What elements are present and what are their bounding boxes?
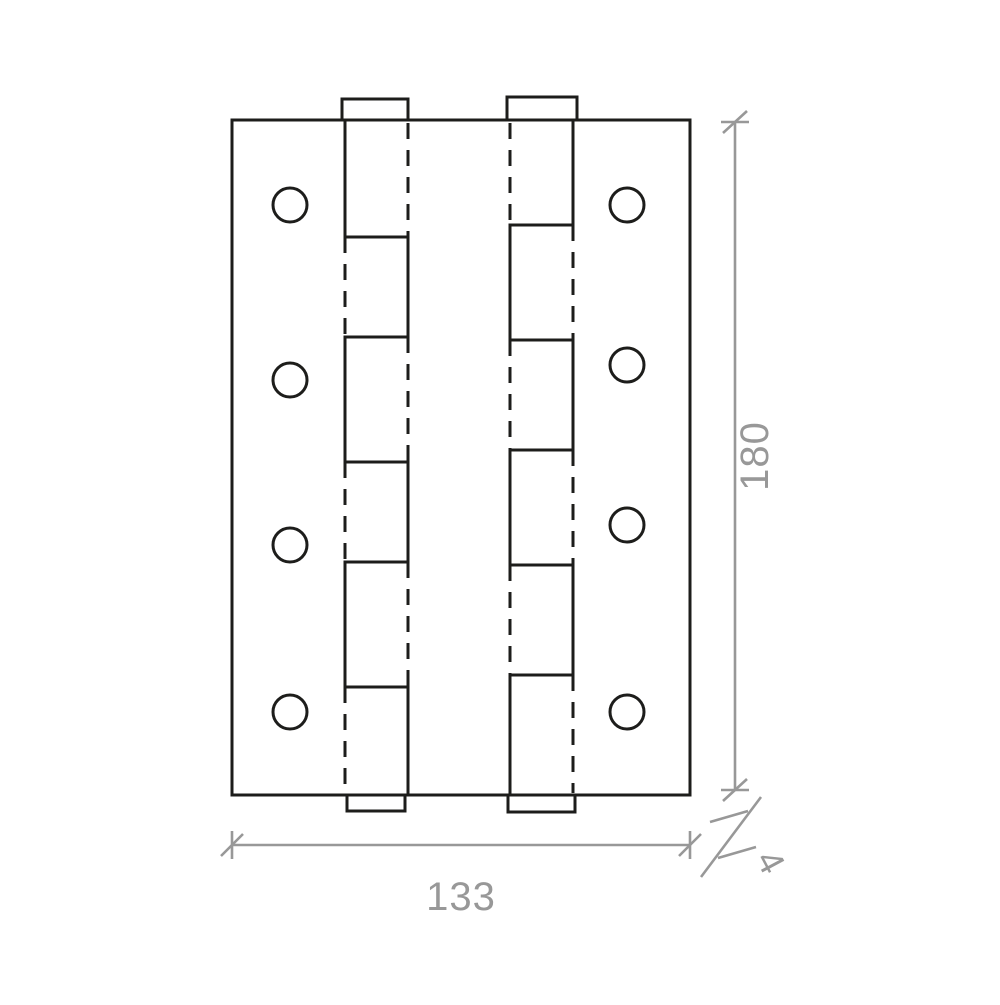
screw-hole	[271, 693, 309, 731]
dimension-height-label: 180	[733, 421, 777, 491]
screw-hole	[271, 526, 309, 564]
dimension-thickness-line	[699, 796, 763, 878]
knuckle-column-right-solid	[508, 120, 575, 795]
pin-tab-bottom-left	[345, 793, 407, 813]
screw-hole	[271, 361, 309, 399]
dimension-width-line	[220, 831, 702, 859]
screw-hole	[608, 346, 646, 384]
dimension-lines	[220, 110, 763, 878]
knuckle-column-left-hidden	[343, 123, 410, 793]
pin-tab-bottom-right	[506, 793, 577, 814]
pin-tab-top-right	[505, 95, 579, 122]
dimension-width-label: 133	[426, 875, 496, 919]
dimension-height-line	[721, 110, 749, 802]
knuckle-column-right-hidden	[508, 123, 575, 793]
screw-hole	[608, 693, 646, 731]
screw-hole	[608, 506, 646, 544]
dimension-thickness-label: 4	[748, 843, 794, 881]
screw-hole	[271, 186, 309, 224]
knuckle-column-left-solid	[343, 120, 410, 795]
hinge-body	[230, 95, 692, 814]
screw-hole	[608, 186, 646, 224]
pin-tab-top-left	[340, 97, 410, 122]
hinge-plate-outline	[230, 118, 692, 797]
